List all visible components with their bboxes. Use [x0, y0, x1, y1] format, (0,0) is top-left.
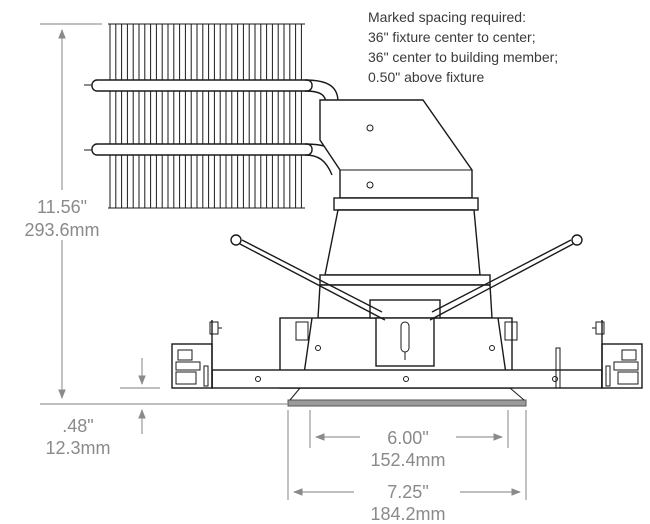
spacing-note-line-3: 36" center to building member; [368, 49, 558, 65]
heat-sink-fins [108, 23, 305, 209]
outer-width-mm-label: 184.2mm [370, 504, 445, 524]
offset-mm-label: 12.3mm [45, 438, 110, 458]
spacing-note: Marked spacing required: 36" fixture cen… [368, 9, 558, 85]
offset-inches-label: .48" [62, 416, 93, 436]
height-inches-label: 11.56" [37, 197, 87, 217]
mounting-bar [211, 369, 603, 389]
offset-dimension-line [120, 358, 160, 434]
right-bracket [555, 320, 643, 389]
outer-width-inches-label: 7.25" [387, 482, 428, 502]
spacing-note-line-1: Marked spacing required: [368, 9, 526, 25]
spacing-note-line-4: 0.50" above fixture [368, 69, 484, 85]
left-bracket [171, 320, 222, 389]
trim-flange [287, 387, 527, 407]
outer-width-dimension-line [287, 410, 527, 500]
height-dimension-line [40, 23, 288, 405]
torsion-springs [230, 234, 583, 321]
inner-width-mm-label: 152.4mm [370, 450, 445, 470]
inner-width-inches-label: 6.00" [387, 428, 428, 448]
inner-width-dimension-line [309, 410, 509, 448]
driver-housing [319, 99, 473, 199]
spacing-note-line-2: 36" fixture center to center; [368, 29, 536, 45]
height-mm-label: 293.6mm [24, 220, 99, 240]
